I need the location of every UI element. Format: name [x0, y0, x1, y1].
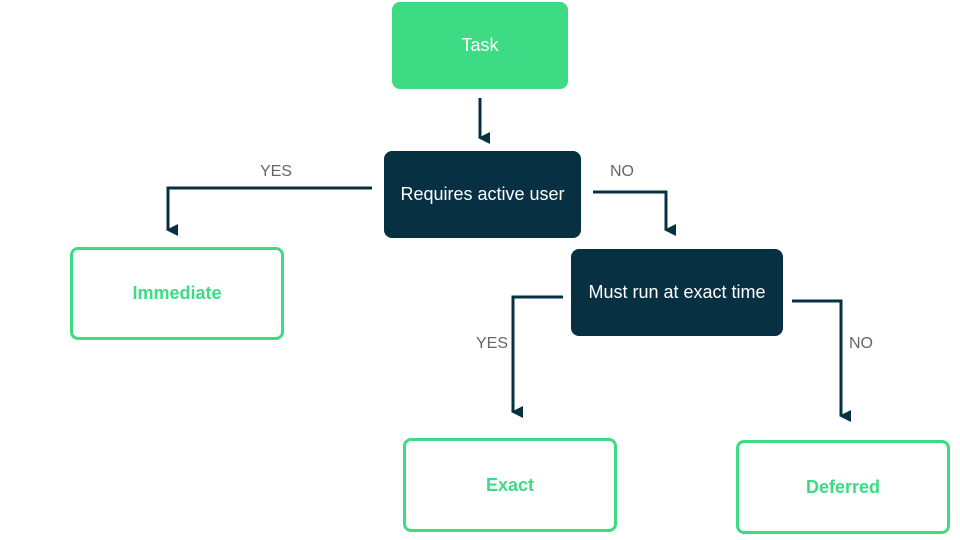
edge-label-exact-time-yes: YES: [476, 335, 509, 352]
connector-exact-time-yes: [511, 295, 563, 418]
node-exact: Exact: [403, 438, 617, 532]
node-must-run-at-exact-time: Must run at exact time: [571, 249, 783, 336]
node-requires-active-user: Requires active user: [384, 151, 581, 238]
edge-label-active-user-no: NO: [610, 163, 634, 180]
node-task: Task: [392, 2, 568, 89]
edge-label-exact-time-no: NO: [849, 335, 873, 352]
connector-exact-time-no: [792, 299, 851, 422]
edge-label-active-user-yes: YES: [260, 163, 293, 180]
node-deferred: Deferred: [736, 440, 950, 534]
connector-active-user-no: [593, 190, 676, 236]
connector-active-user-yes: [166, 186, 372, 236]
node-immediate: Immediate: [70, 247, 284, 340]
